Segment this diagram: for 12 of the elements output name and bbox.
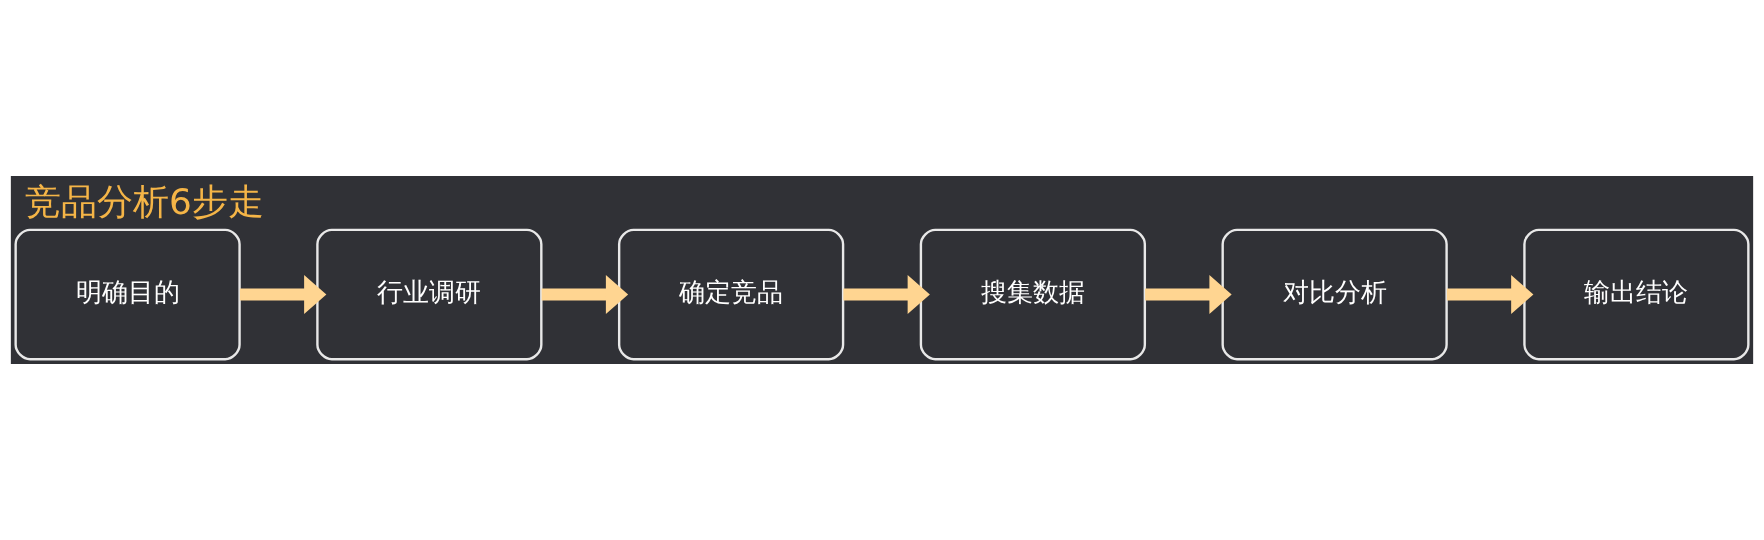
diagram-title: 竞品分析6步走 (24, 181, 264, 223)
arrow (541, 275, 629, 314)
node-box: 行业调研 (316, 228, 543, 361)
node-box: 搜集数据 (919, 228, 1147, 361)
arrow (239, 275, 327, 314)
arrow (1145, 275, 1232, 314)
node-box: 明确目的 (14, 228, 241, 361)
arrow (1446, 275, 1534, 314)
arrow (843, 275, 930, 314)
node-box: 输出结论 (1523, 228, 1750, 361)
node-box: 对比分析 (1221, 228, 1448, 361)
node-box: 确定竞品 (617, 228, 845, 361)
